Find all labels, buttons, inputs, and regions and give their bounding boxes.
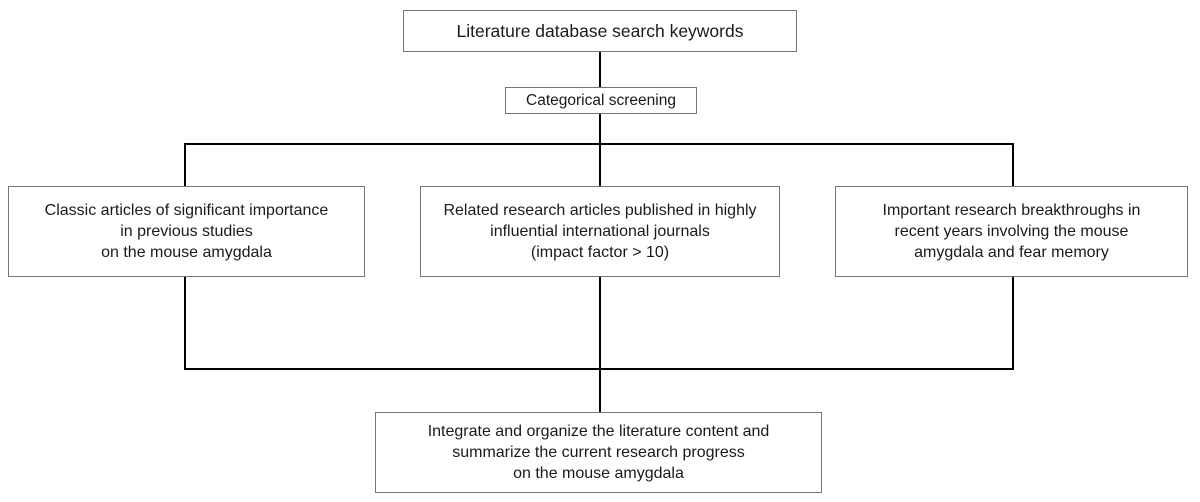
screening-box-label: Categorical screening <box>526 92 676 109</box>
title-box: Literature database search keywords <box>403 10 797 52</box>
connector-merge-horizontal <box>184 368 1014 370</box>
connector-related-to-integrate <box>599 277 601 412</box>
connector-important-to-merge <box>1012 277 1014 370</box>
connector-screening-to-related <box>599 113 601 187</box>
related-box-line1: Related research articles published in h… <box>443 202 757 219</box>
related-box-line2: influential international journals <box>490 223 710 240</box>
related-box-line3: (impact factor > 10) <box>530 244 670 261</box>
integrate-box-line2: summarize the current research progress <box>452 444 745 461</box>
connector-branch-horizontal <box>184 143 1014 145</box>
connector-branch-right-vertical <box>1012 144 1014 187</box>
branch-box-related-research: Related research articles published in h… <box>420 186 780 277</box>
branch-box-classic-articles: Classic articles of significant importan… <box>8 186 365 277</box>
important-box-line3: amygdala and fear memory <box>914 244 1109 261</box>
title-box-label: Literature database search keywords <box>456 20 744 41</box>
integrate-box-line3: on the mouse amygdala <box>513 465 684 482</box>
screening-box: Categorical screening <box>505 87 697 114</box>
connector-title-to-screening <box>599 52 601 88</box>
important-box-line1: Important research breakthroughs in <box>882 202 1141 219</box>
integrate-box-line1: Integrate and organize the literature co… <box>427 423 770 440</box>
connector-branch-left-vertical <box>184 144 186 187</box>
branch-box-important-breakthroughs: Important research breakthroughs in rece… <box>835 186 1188 277</box>
important-box-line2: recent years involving the mouse <box>894 223 1129 240</box>
result-box-integrate: Integrate and organize the literature co… <box>375 412 822 493</box>
classic-box-line1: Classic articles of significant importan… <box>44 202 329 219</box>
classic-box-line2: in previous studies <box>120 223 253 240</box>
connector-classic-to-merge <box>184 277 186 370</box>
classic-box-line3: on the mouse amygdala <box>101 244 272 261</box>
